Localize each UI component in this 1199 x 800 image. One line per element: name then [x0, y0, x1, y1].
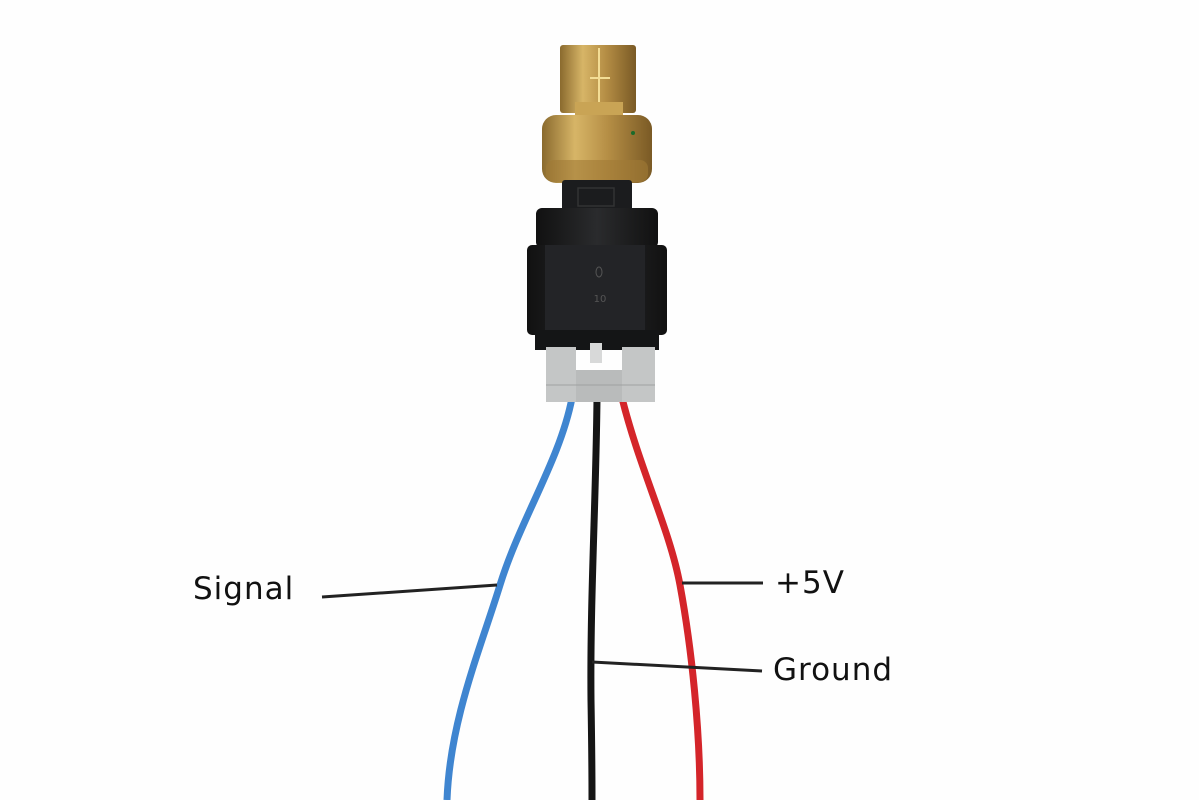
ground-label: Ground	[773, 652, 894, 688]
ground-wire	[587, 397, 601, 800]
ground-leader-line	[591, 660, 763, 673]
brass-fitting	[542, 45, 652, 183]
power-wire	[618, 397, 704, 800]
signal-label: Signal	[193, 571, 295, 607]
connector-lock	[546, 343, 655, 402]
plus5v-label: +5V	[775, 565, 845, 601]
connector-housing: 10	[527, 180, 667, 350]
connector-marking: 10	[594, 294, 607, 305]
signal-leader-line	[321, 583, 498, 599]
signal-wire	[443, 397, 576, 800]
